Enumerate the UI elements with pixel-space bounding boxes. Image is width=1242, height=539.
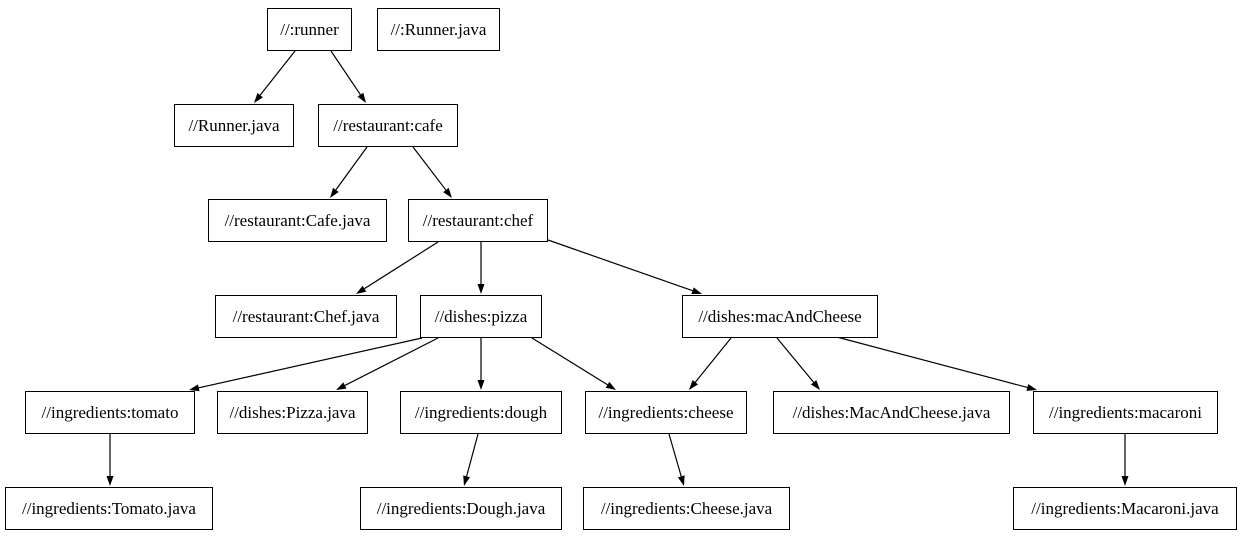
arrowhead-icon: [463, 475, 470, 486]
edge-chef-to-chef-java: [356, 241, 439, 294]
arrowhead-icon: [605, 381, 616, 390]
edge-cafe-to-chef: [412, 146, 452, 198]
node-label: //dishes:pizza: [434, 307, 528, 326]
edge-pizza-to-tomato: [189, 337, 423, 392]
graph-node-mac-and-cheese: //dishes:macAndCheese: [682, 295, 878, 338]
graph-node-cheese-java: //ingredients:Cheese.java: [583, 487, 790, 530]
edge-mac-and-cheese-to-macaroni: [832, 335, 1037, 391]
graph-node-tomato-java: //ingredients:Tomato.java: [5, 487, 213, 530]
node-label: //ingredients:Cheese.java: [600, 499, 773, 518]
node-label: //ingredients:cheese: [598, 403, 734, 422]
arrowhead-icon: [443, 187, 452, 198]
edge-cafe-to-cafe-java: [330, 146, 368, 198]
graph-node-cheese: //ingredients:cheese: [585, 391, 747, 434]
edge-pizza-to-pizza-java: [336, 337, 439, 390]
graph-node-mac-and-cheese-java: //dishes:MacAndCheese.java: [773, 391, 1010, 434]
node-label: //:Runner.java: [390, 20, 487, 39]
graph-node-pizza: //dishes:pizza: [420, 295, 542, 338]
graph-node-macaroni: //ingredients:macaroni: [1033, 391, 1218, 434]
node-label: //restaurant:Chef.java: [232, 307, 380, 326]
node-label: //restaurant:cafe: [333, 116, 443, 135]
arrowhead-icon: [189, 384, 200, 392]
node-label: //:runner: [280, 20, 339, 39]
edge-macaroni-to-macaroni-java: [1121, 434, 1129, 486]
edge-mac-and-cheese-to-mac-and-cheese-java: [776, 337, 820, 390]
arrowhead-icon: [477, 380, 485, 390]
arrowhead-icon: [1026, 384, 1037, 391]
arrowhead-icon: [677, 475, 685, 486]
graph-node-dough-java: //ingredients:Dough.java: [360, 487, 562, 530]
node-label: //ingredients:tomato: [41, 403, 179, 422]
graph-node-runner: //:runner: [267, 8, 352, 51]
node-label: //dishes:Pizza.java: [229, 403, 356, 422]
arrowhead-icon: [477, 284, 485, 294]
edge-chef-to-mac-and-cheese: [547, 239, 702, 294]
node-label: //dishes:MacAndCheese.java: [792, 403, 991, 422]
node-label: //ingredients:Dough.java: [376, 499, 546, 518]
arrowhead-icon: [1121, 476, 1129, 486]
arrowhead-icon: [689, 380, 699, 390]
node-label: //restaurant:Cafe.java: [224, 211, 371, 230]
node-label: //ingredients:Tomato.java: [22, 499, 196, 518]
graph-node-pizza-java: //dishes:Pizza.java: [217, 391, 368, 434]
graph-node-chef-java: //restaurant:Chef.java: [215, 295, 397, 338]
graph-node-chef: //restaurant:chef: [408, 199, 548, 242]
edge-dough-to-dough-java: [463, 433, 479, 486]
node-label: //ingredients:dough: [414, 403, 548, 422]
graph-node-dough: //ingredients:dough: [400, 391, 562, 434]
graph-node-runner-java-src: //:Runner.java: [377, 8, 500, 51]
edge-runner-to-runner-java: [254, 50, 296, 103]
edge-cheese-to-cheese-java: [668, 433, 685, 486]
node-label: //ingredients:macaroni: [1049, 403, 1202, 422]
edge-chef-to-pizza: [477, 242, 485, 294]
graph-node-cafe: //restaurant:cafe: [318, 104, 458, 147]
arrowhead-icon: [336, 382, 347, 390]
node-label: //restaurant:chef: [422, 211, 534, 230]
graph-node-runner-java: //Runner.java: [174, 104, 294, 147]
edge-pizza-to-cheese: [531, 337, 616, 390]
arrowhead-icon: [810, 380, 820, 390]
arrowhead-icon: [357, 92, 366, 103]
edge-tomato-to-tomato-java: [106, 434, 114, 486]
arrowhead-icon: [106, 476, 114, 486]
node-label: //dishes:macAndCheese: [698, 307, 862, 326]
node-label: //ingredients:Macaroni.java: [1031, 499, 1219, 518]
graph-node-macaroni-java: //ingredients:Macaroni.java: [1013, 487, 1237, 530]
graph-node-cafe-java: //restaurant:Cafe.java: [208, 199, 387, 242]
edge-pizza-to-dough: [477, 338, 485, 390]
graph-node-tomato: //ingredients:tomato: [25, 391, 195, 434]
edge-mac-and-cheese-to-cheese: [689, 337, 732, 390]
arrowhead-icon: [356, 285, 367, 294]
node-label: //Runner.java: [188, 116, 280, 135]
arrowhead-icon: [330, 187, 339, 198]
arrowhead-icon: [691, 287, 702, 294]
edge-runner-to-cafe: [330, 50, 366, 103]
arrowhead-icon: [254, 92, 263, 103]
